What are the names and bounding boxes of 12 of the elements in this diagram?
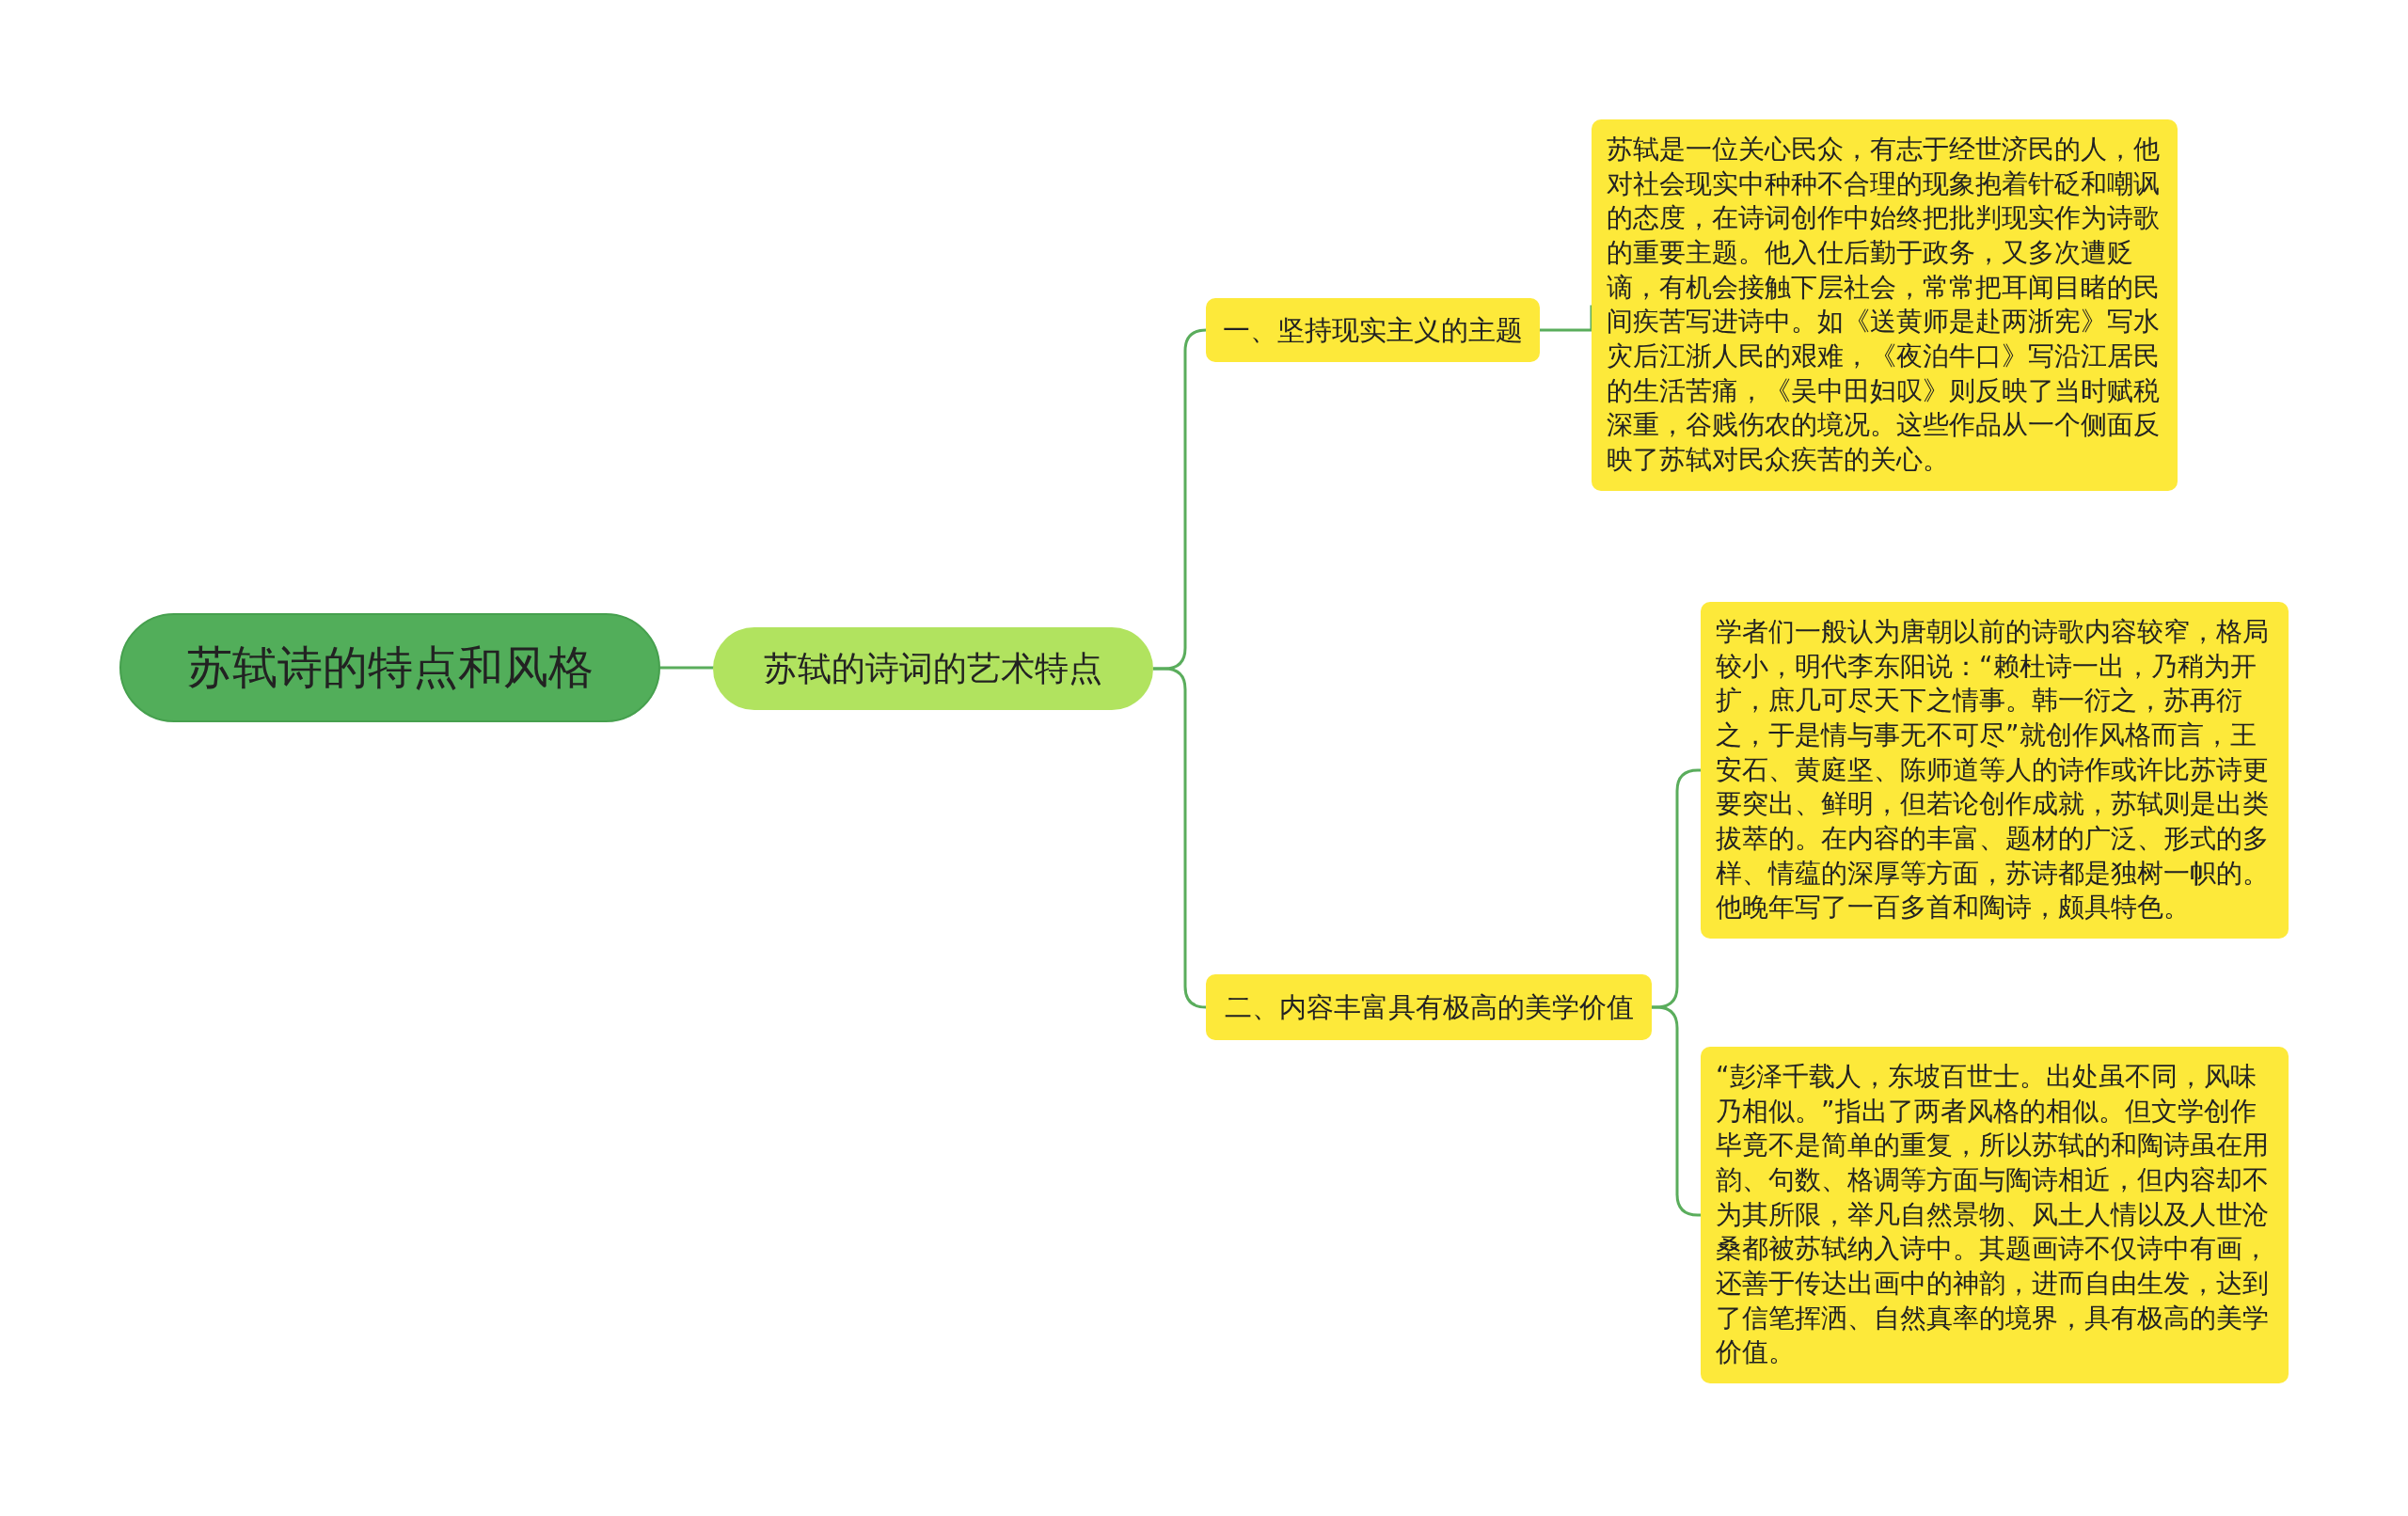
node-text: “彭泽千载人，东坡百世士。出处虽不同，风味乃相似。”指出了两者风格的相似。但文学创作毕竟不是简单的重复，所以苏轼的和陶诗虽在用韵、句数、格调等方面与陶诗相近，但内容却不为其所限，举凡自然景物、风土人情以及人世沧桑都被苏轼纳入诗中。其题画诗不仅诗中有画，还善于传达出画中的神韵，进而自由生发，达到了信笔挥洒、自然真率的境界，具有极高的美学价值。 xyxy=(1716,1060,2270,1370)
node-text: 二、内容丰富具有极高的美学价值 xyxy=(1224,990,1634,1024)
node-text: 苏轼是一位关心民众，有志于经世济民的人，他对社会现实中种种不合理的现象抱着针砭和嘲讽的态度，在诗词创作中始终把批判现实作为诗歌的重要主题。他入仕后勤于政务，又多次遭贬谪，有机会接触下层社会，常常把耳闻目睹的民间疾苦写进诗中。如《送黄师是赴两浙宪》写水灾后江浙人民的艰难，《夜泊牛口》写沿江居民的生活苦痛，《吴中田妇叹》则反映了当时赋税深重，谷贱伤农的境况。这些作品从一个侧面反映了苏轼对民众疾苦的关心。 xyxy=(1607,133,2161,478)
topic-node xyxy=(1206,974,1652,1040)
node-text: 一、坚持现实主义的主题 xyxy=(1223,313,1523,347)
topic-node xyxy=(1206,298,1540,362)
node-text: 苏轼诗的特点和风格 xyxy=(186,640,594,695)
connector-line xyxy=(1540,304,1593,332)
node-text: 学者们一般认为唐朝以前的诗歌内容较窄，格局较小，明代李东阳说：“赖杜诗一出，乃稍为开扩，庶几可尽天下之情事。韩一衍之，苏再衍之，于是情与事无不可尽”就创作风格而言，王安石、黄庭坚、陈师道等人的诗作或许比苏诗更要突出、鲜明，但若论创作成就，苏轼则是出类拔萃的。在内容的丰富、题材的广泛、形式的多样、情蕴的深厚等方面，苏诗都是独树一帜的。他晚年写了一百多首和陶诗，颇具特色。 xyxy=(1716,615,2270,925)
connector-line xyxy=(1153,667,1208,1009)
connector-line xyxy=(660,666,715,671)
node-text: 苏轼的诗词的艺术特点 xyxy=(764,648,1102,689)
